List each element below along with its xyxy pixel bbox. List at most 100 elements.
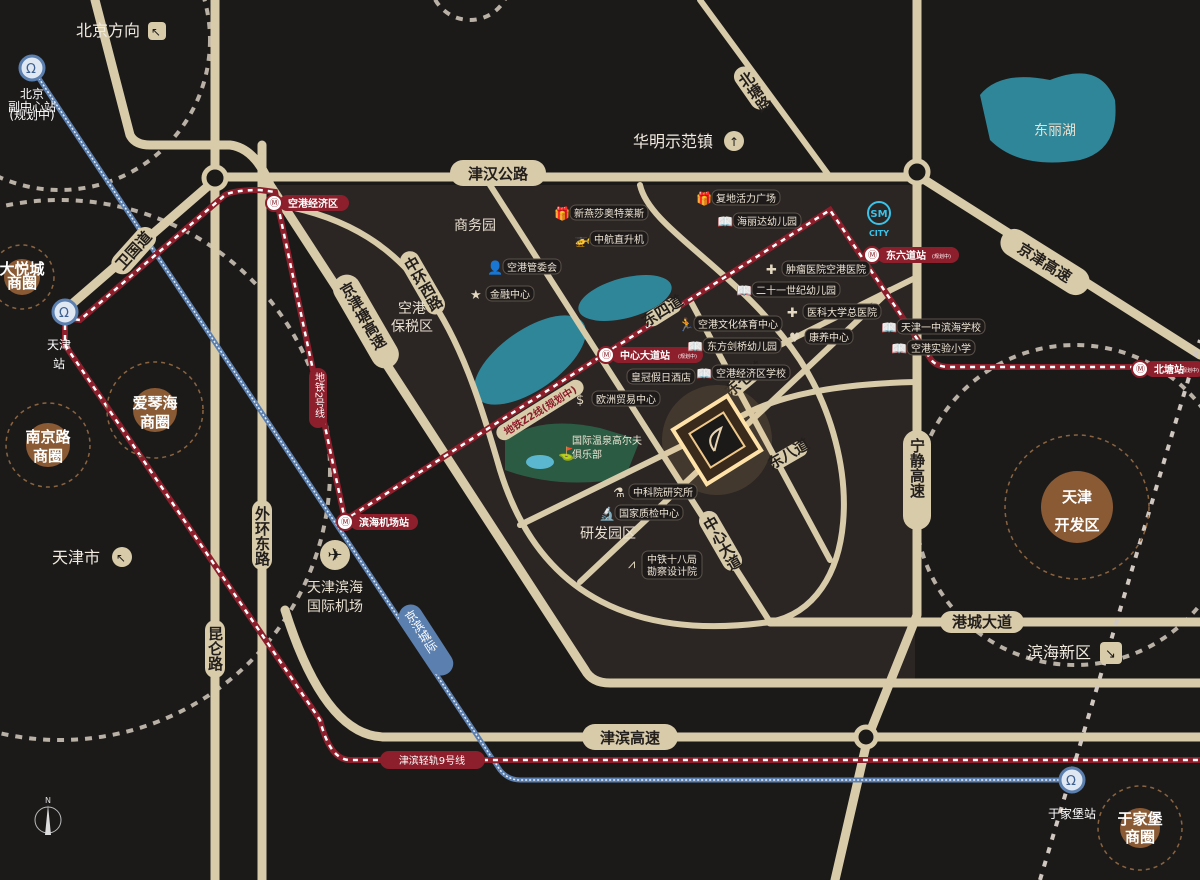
poi-text: 空港经济区学校 <box>716 367 786 380</box>
poi-label[interactable]: 中科院研究所 ⚗ <box>613 483 698 501</box>
gift-icon: 🎁 <box>696 191 712 207</box>
dongli-lake <box>980 73 1116 163</box>
svg-text:滨海机场站: 滨海机场站 <box>359 516 409 529</box>
svg-text:(规划中): (规划中) <box>678 353 697 360</box>
svg-text:商圈: 商圈 <box>1125 828 1155 846</box>
poi-text: 医科大学总医院 <box>807 306 877 319</box>
svg-text:俱乐部: 俱乐部 <box>572 448 602 461</box>
poi-label[interactable]: 海丽达幼儿园 📖 <box>717 212 802 230</box>
road-label-kunlun: 昆仑路 <box>205 620 225 678</box>
poi-background <box>626 368 696 385</box>
svg-text:天津: 天津 <box>1062 488 1092 506</box>
poi-text: 海丽达幼儿园 <box>737 215 797 228</box>
poi-text: 空港管委会 <box>507 261 557 274</box>
svg-text:外环东路: 外环东路 <box>253 505 271 566</box>
airport-label-line2: 国际机场 <box>307 599 363 615</box>
poi-label[interactable]: 空港文化体育中心 🏃 <box>678 315 783 333</box>
road-label-jingjin: 京津高速 <box>1000 228 1090 296</box>
project-site-marker[interactable] <box>641 364 793 516</box>
dollar-icon: $ <box>576 393 584 408</box>
poi-background <box>781 260 871 277</box>
svg-text:大悦城: 大悦城 <box>0 260 45 278</box>
poi-label[interactable]: 空港管委会 👤 <box>487 258 562 276</box>
poi-label[interactable]: 二十一世纪幼儿园📖 <box>736 281 841 299</box>
svg-text:✈: ✈ <box>327 545 342 566</box>
poi-text: 肿瘤医院空港医院 <box>786 263 866 276</box>
poi-label[interactable]: 空港实验小学 📖 <box>891 339 976 357</box>
svg-text:昆仑路: 昆仑路 <box>206 626 224 671</box>
train-icon: Ω <box>59 306 69 321</box>
svg-text:宁静高速: 宁静高速 <box>908 437 926 499</box>
poi-text: 空港文化体育中心 <box>698 318 778 331</box>
svg-text:(规划中): (规划中) <box>1180 367 1199 374</box>
poi-label[interactable]: 东方剑桥幼儿园📖 <box>687 337 782 355</box>
arrow-up-left-icon: ↖ <box>116 551 126 565</box>
golf-pond <box>526 455 554 469</box>
book-icon: 📖 <box>717 215 733 230</box>
poi-text: 康养中心 <box>809 331 849 344</box>
poi-background <box>732 212 802 229</box>
poi-label[interactable]: 复地活力广场🎁 <box>696 189 781 207</box>
intercity-rail-line <box>29 66 1072 783</box>
book-icon: 📖 <box>891 342 907 357</box>
poi-label[interactable]: 医科大学总医院✚ <box>787 303 882 321</box>
area-rd-park: 研发园区 <box>580 526 636 542</box>
svg-text:中心大道站: 中心大道站 <box>620 349 670 362</box>
poi-label[interactable]: 康养中心♥ <box>789 328 854 346</box>
poi-background <box>589 230 649 247</box>
airport-icon: ✈ <box>320 540 350 570</box>
poi-label[interactable]: 天津一中滨海学校📖 <box>881 318 986 336</box>
svg-text:商圈: 商圈 <box>140 413 170 431</box>
poi-text: 国家质检中心 <box>619 507 679 520</box>
poi-text: 中航直升机 <box>594 233 644 246</box>
road-label-waihuan-east: 外环东路 <box>252 500 272 570</box>
svg-text:津滨高速: 津滨高速 <box>600 729 660 747</box>
poi-text: 二十一世纪幼儿园 <box>756 284 836 297</box>
poi-label[interactable]: 国家质检中心 🔬 <box>599 504 684 522</box>
poi-label[interactable]: 皇冠假日酒店 <box>626 368 696 385</box>
svg-text:开发区: 开发区 <box>1054 516 1099 534</box>
svg-text:国际温泉高尔夫: 国际温泉高尔夫 <box>572 434 642 447</box>
person-icon: 👤 <box>487 260 503 276</box>
poi-label[interactable]: 新燕莎奥特莱斯🎁 <box>554 204 649 222</box>
golfer-icon: ⛳ <box>558 446 574 462</box>
poi-background <box>751 281 841 298</box>
poi-text: 中科院研究所 <box>633 486 693 499</box>
runner-icon: 🏃 <box>678 317 694 333</box>
microscope-icon: 🔬 <box>599 505 615 522</box>
train-icon: Ω <box>1066 774 1076 789</box>
poi-label[interactable]: 金融中心★ <box>470 285 535 303</box>
svg-text:CITY: CITY <box>869 229 889 238</box>
poi-text: 天津一中滨海学校 <box>901 321 981 334</box>
poi-background <box>702 337 782 354</box>
flask-icon: ⚗ <box>613 486 625 501</box>
direction-tianjin-city: 天津市↖ <box>52 547 132 567</box>
poi-label[interactable]: 肿瘤医院空港医院✚ <box>766 260 871 278</box>
roundabouts <box>201 158 931 750</box>
poi-label[interactable]: 中航直升机 🚁 <box>574 230 649 248</box>
poi-background <box>502 258 562 275</box>
svg-text:(规划中): (规划中) <box>9 107 54 122</box>
svg-text:天津: 天津 <box>47 338 71 352</box>
commercial-radius-rings <box>0 0 1200 742</box>
poi-text: 空港实验小学 <box>911 342 971 355</box>
svg-text:华明示范镇: 华明示范镇 <box>633 132 713 151</box>
poi-label[interactable]: 空港经济区学校📖 <box>696 364 791 382</box>
road-label-jinbin-expressway: 津滨高速 <box>582 724 678 750</box>
poi-label[interactable]: 欧洲贸易中心$ <box>576 390 661 408</box>
helicopter-icon: 🚁 <box>574 233 590 248</box>
arrow-up-left-icon: ↖ <box>151 25 161 39</box>
poi-text: 新燕莎奥特莱斯 <box>574 207 644 220</box>
